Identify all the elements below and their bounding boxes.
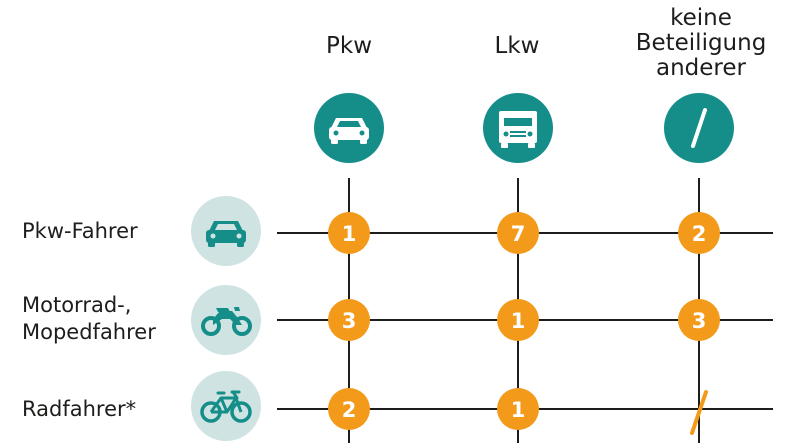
no-value-slash-mark [690,390,708,435]
car-icon [314,93,384,163]
value-text: 3 [342,309,357,333]
row-label-line-1: Motorrad-, [22,293,132,317]
value-badge-pkw-fahrer-keine: 2 [678,212,720,254]
column-header-pkw-label: Pkw [326,33,372,59]
value-badge-radfahrer-lkw: 1 [497,388,539,430]
value-text: 1 [511,398,526,422]
value-badge-motorrad-lkw: 1 [497,299,539,341]
value-text: 7 [511,222,526,246]
value-text: 3 [692,309,707,333]
value-badge-radfahrer-pkw: 2 [328,388,370,430]
value-badge-motorrad-pkw: 3 [328,299,370,341]
value-text: 1 [342,222,357,246]
row-label-pkw-fahrer-text: Pkw-Fahrer [22,219,138,243]
row-label-radfahrer-text: Radfahrer* [22,397,137,421]
row-label-motorrad-mopedfahrer: Motorrad-, Mopedfahrer [22,292,156,346]
motorcycle-icon [191,285,261,355]
row-label-radfahrer: Radfahrer* [22,396,136,423]
column-header-lkw: Lkw [432,34,602,59]
bicycle-icon [191,371,261,441]
value-text: 1 [511,309,526,333]
value-text: 2 [342,398,357,422]
column-header-keine-beteiligung: keine Beteiligung anderer [616,6,786,81]
value-badge-pkw-fahrer-pkw: 1 [328,212,370,254]
value-badge-motorrad-keine: 3 [678,299,720,341]
column-header-lkw-label: Lkw [494,33,540,59]
column-header-pkw: Pkw [264,34,434,59]
slash-icon [664,93,734,163]
car-icon [191,196,261,266]
column-header-line-3: anderer [656,55,746,81]
row-label-pkw-fahrer: Pkw-Fahrer [22,218,138,245]
column-header-line-1: keine [670,5,732,31]
value-text: 2 [692,222,707,246]
truck-icon [483,93,553,163]
value-badge-pkw-fahrer-lkw: 7 [497,212,539,254]
column-header-line-2: Beteiligung [635,30,767,56]
row-label-line-2: Mopedfahrer [22,320,156,344]
